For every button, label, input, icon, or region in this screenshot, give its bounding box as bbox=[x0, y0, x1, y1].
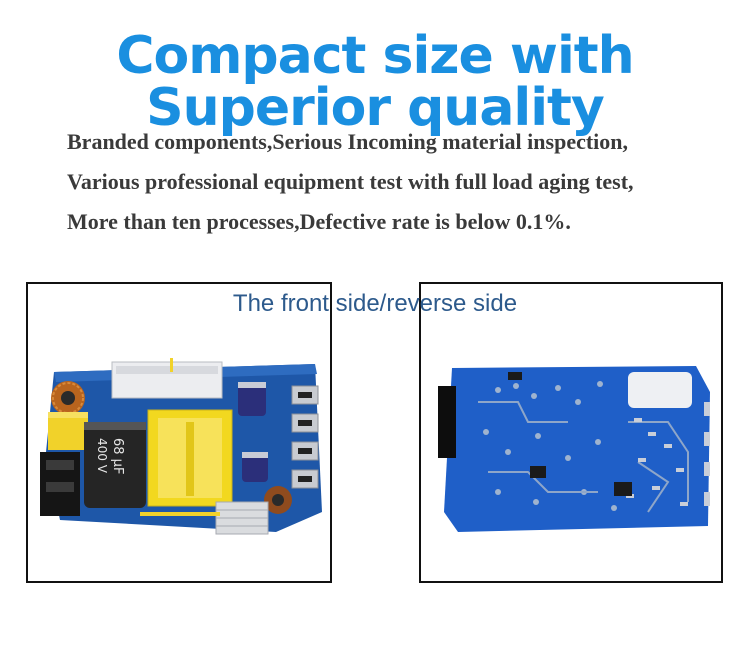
ic-chip-3 bbox=[508, 372, 522, 380]
white-label-area bbox=[628, 372, 692, 408]
capacitor-value-text: 68 µF bbox=[110, 438, 125, 474]
pcb-back-image bbox=[438, 366, 710, 532]
ic-chip-1 bbox=[530, 466, 546, 478]
capacitor-voltage-text: 400 V bbox=[95, 438, 109, 474]
bulk-capacitor bbox=[84, 422, 146, 508]
pcb-front-image: 68 µF 400 V bbox=[40, 358, 322, 535]
back-connector bbox=[438, 386, 456, 458]
description: Branded components,Serious Incoming mate… bbox=[67, 126, 634, 246]
x-capacitor bbox=[48, 412, 88, 450]
output-capacitor bbox=[238, 382, 266, 416]
headline: Compact size with Superior quality bbox=[116, 26, 634, 138]
description-line-2: Various professional equipment test with… bbox=[67, 169, 634, 194]
description-line-1: Branded components,Serious Incoming mate… bbox=[67, 129, 629, 154]
description-line-3: More than ten processes,Defective rate i… bbox=[67, 209, 571, 234]
caption: The front side/reverse side bbox=[232, 290, 518, 317]
ic-chip-2 bbox=[614, 482, 632, 496]
